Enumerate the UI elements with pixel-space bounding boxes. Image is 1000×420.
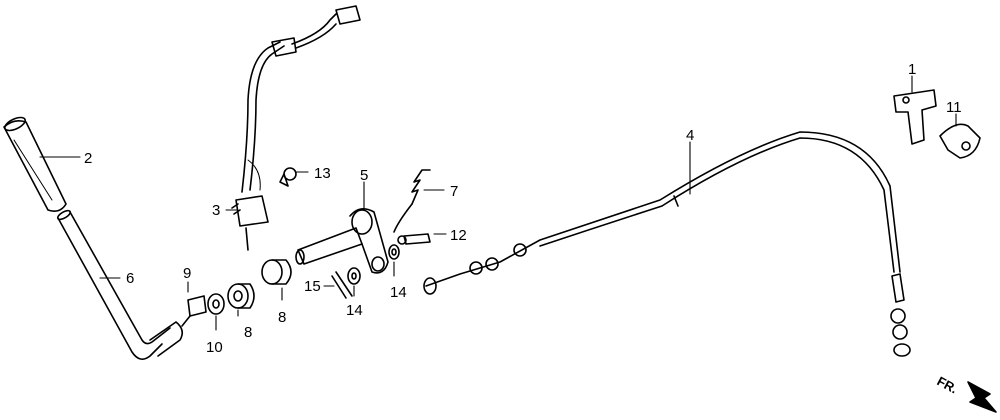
grip: [3, 116, 67, 212]
lever-pipe: [56, 209, 184, 360]
label-part-9: 9: [183, 265, 191, 282]
washer-14-right: [388, 244, 400, 260]
front-direction-label: FR.: [935, 373, 961, 396]
label-part-11: 11: [946, 99, 962, 116]
bolt-9: [181, 295, 207, 327]
washer-10: [207, 293, 225, 315]
label-part-10: 10: [206, 339, 223, 356]
throttle-cable: [423, 131, 911, 357]
clip-15: [331, 271, 353, 299]
label-part-3: 3: [212, 202, 220, 219]
collar-8-left: [227, 283, 255, 309]
label-part-13: 13: [314, 165, 331, 182]
label-part-8-right: 8: [278, 309, 286, 326]
screw-13: [279, 167, 297, 187]
label-part-14-right: 14: [390, 284, 407, 301]
label-part-2: 2: [84, 150, 92, 167]
washer-14-left: [347, 267, 361, 285]
clamp-11: [939, 123, 981, 159]
pin-12: [397, 233, 431, 245]
label-part-12: 12: [450, 227, 467, 244]
label-part-5: 5: [360, 167, 368, 184]
spring-7: [393, 169, 431, 233]
leader-lines: [39, 75, 957, 331]
collar-8-right: [261, 259, 292, 285]
label-part-6: 6: [126, 270, 134, 287]
label-part-4: 4: [686, 127, 694, 144]
switch-assembly: [231, 5, 361, 251]
front-direction-arrow: [967, 381, 997, 413]
bracket-1: [893, 89, 937, 145]
arm-assembly: [295, 208, 389, 274]
label-part-14-left: 14: [346, 302, 363, 319]
label-part-7: 7: [450, 183, 458, 200]
label-part-8-left: 8: [244, 324, 252, 341]
label-part-15: 15: [304, 278, 321, 295]
label-part-1: 1: [908, 61, 916, 78]
